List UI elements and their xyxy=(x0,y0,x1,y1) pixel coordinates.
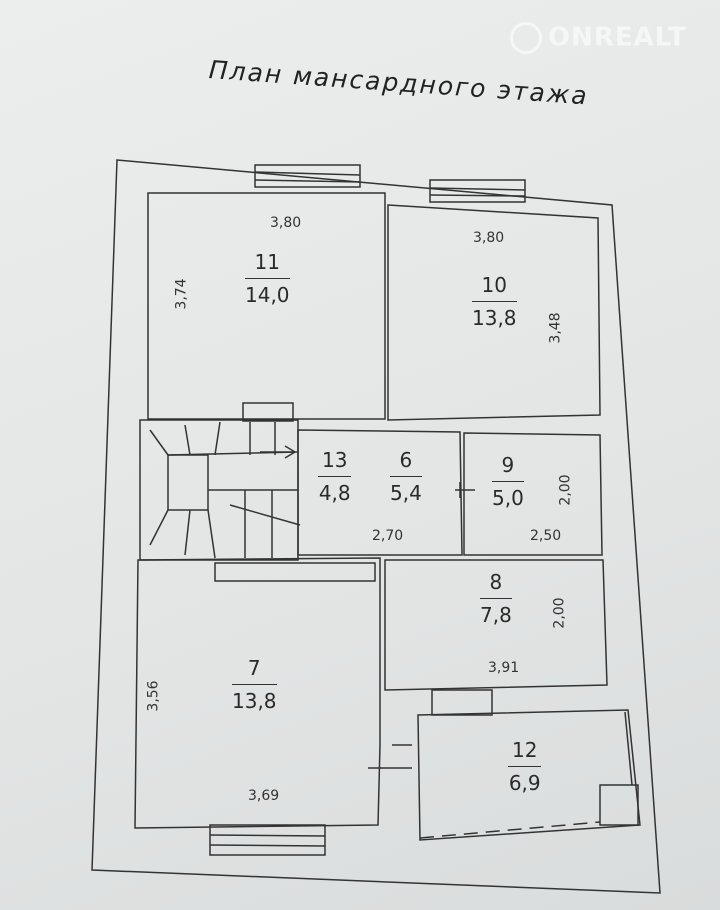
outer-wall xyxy=(91,159,661,894)
room-9-depth: 2,00 xyxy=(557,474,574,506)
room-number: 10 xyxy=(472,275,517,302)
room-10-depth: 3,48 xyxy=(547,312,564,344)
room-13-6-outline xyxy=(297,429,463,556)
room-10-label: 10 13,8 xyxy=(472,275,517,328)
room-10-width: 3,80 xyxy=(473,230,505,246)
room-number: 9 xyxy=(492,455,524,482)
room-9-outline xyxy=(463,432,603,556)
room-area: 6,9 xyxy=(508,771,541,795)
room-7-outline xyxy=(134,557,381,829)
room-7-width: 3,69 xyxy=(248,788,280,804)
staircase xyxy=(139,402,301,561)
room-area: 5,4 xyxy=(390,481,422,505)
room-number: 13 xyxy=(318,450,352,477)
room-11-label: 11 14,0 xyxy=(245,252,290,305)
room-number: 11 xyxy=(245,252,290,279)
room-7-depth: 3,56 xyxy=(145,680,162,712)
room-area: 14,0 xyxy=(245,283,290,307)
room-area: 13,8 xyxy=(472,306,517,330)
watermark-logo: ONREALT xyxy=(510,22,687,54)
windows xyxy=(209,164,526,856)
room-8-outline xyxy=(384,559,608,691)
house-icon xyxy=(510,22,542,54)
room-area: 7,8 xyxy=(480,603,512,627)
room-number: 12 xyxy=(508,740,542,767)
room-number: 8 xyxy=(480,572,512,599)
room-area: 13,8 xyxy=(232,689,277,713)
room-area: 5,0 xyxy=(492,486,524,510)
room-10-outline xyxy=(387,204,601,421)
room-6-width: 2,70 xyxy=(372,528,404,544)
room-11-width: 3,80 xyxy=(270,215,302,231)
room-area: 4,8 xyxy=(318,481,351,505)
room-8-width: 3,91 xyxy=(488,660,520,676)
room-number: 7 xyxy=(232,658,277,685)
room-number: 6 xyxy=(390,450,422,477)
room-11-depth: 3,74 xyxy=(173,278,190,310)
room-8-depth: 2,00 xyxy=(551,597,568,629)
room-9-width: 2,50 xyxy=(530,528,562,544)
room-11-outline xyxy=(147,192,386,420)
room-12-outline xyxy=(417,709,641,841)
